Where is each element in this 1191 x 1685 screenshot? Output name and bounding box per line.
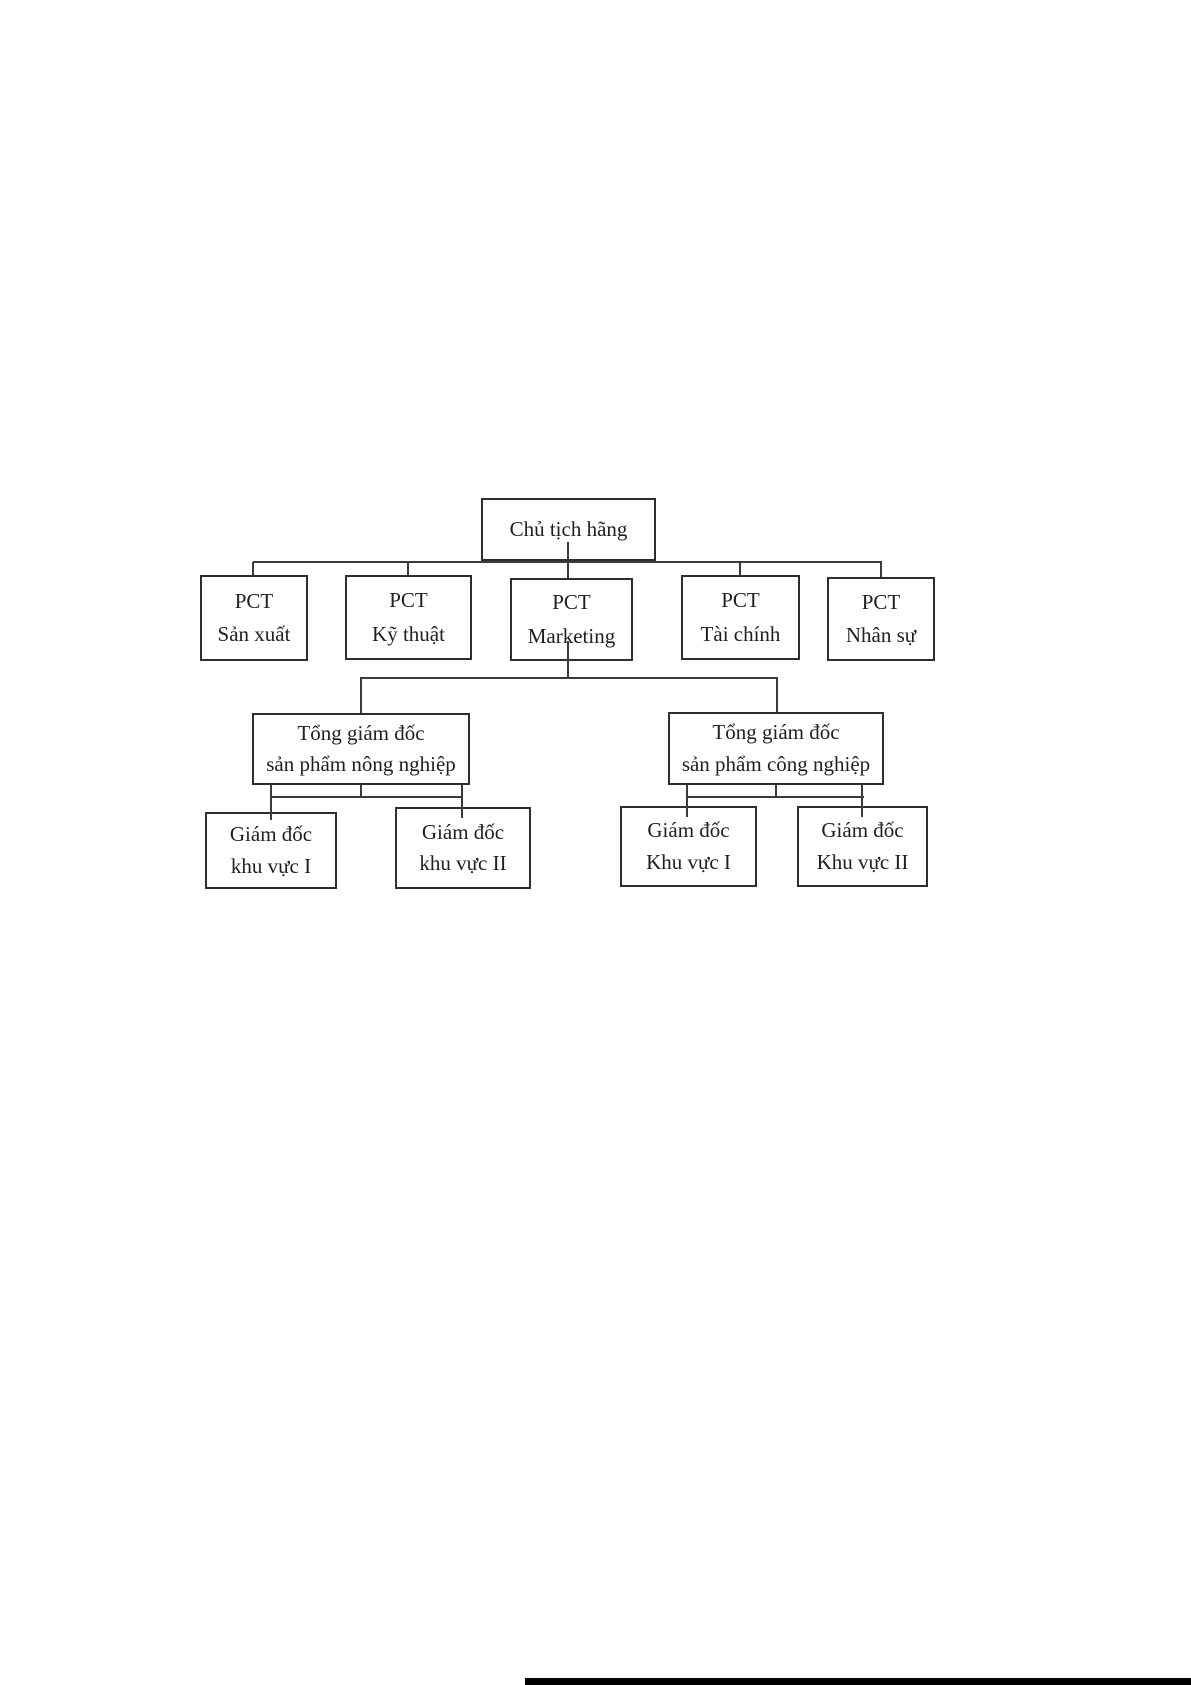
connector-line bbox=[360, 677, 778, 679]
node-label-line2: Nhân sự bbox=[845, 623, 917, 647]
node-label-line1: PCT bbox=[721, 588, 760, 613]
node-label-line2: Khu vực II bbox=[816, 849, 909, 874]
node-pct-nhan-su: PCT Nhân sự bbox=[827, 577, 935, 661]
node-label-line2: khu vực II bbox=[419, 851, 507, 875]
node-label-line1: Giám đốc bbox=[647, 818, 730, 843]
node-label-line2: sản phẩm công nghiệp bbox=[681, 751, 871, 776]
node-label-line1: PCT bbox=[861, 589, 901, 614]
connector-line bbox=[739, 562, 741, 576]
connector-line bbox=[880, 562, 882, 578]
node-label-line1: Giám đốc bbox=[229, 822, 313, 847]
connector-line bbox=[360, 785, 362, 797]
node-pct-marketing: PCT Marketing bbox=[510, 578, 633, 661]
connector-line bbox=[775, 785, 777, 797]
node-pct-tai-chinh: PCT Tài chính bbox=[681, 575, 800, 660]
node-gd-khu-vuc-2-right: Giám đốc Khu vực II bbox=[797, 806, 928, 887]
connector-line bbox=[407, 562, 409, 576]
node-tgd-nong-nghiep: Tổng giám đốc sản phẩm nông nghiệp bbox=[252, 713, 470, 785]
connector-line bbox=[686, 796, 864, 798]
node-pct-san-xuat: PCT Sản xuất bbox=[200, 575, 308, 661]
node-label-line1: Giám đốc bbox=[421, 819, 505, 844]
connector-line bbox=[360, 678, 362, 714]
node-gd-khu-vuc-1-left: Giám đốc khu vực I bbox=[205, 812, 337, 889]
node-pct-ky-thuat: PCT Kỹ thuật bbox=[345, 575, 472, 660]
connector-line bbox=[567, 542, 569, 562]
connector-line bbox=[270, 796, 463, 798]
node-label-line2: Sản xuất bbox=[217, 622, 291, 646]
node-gd-khu-vuc-1-right: Giám đốc Khu vực I bbox=[620, 806, 757, 887]
node-label-line2: Khu vực I bbox=[646, 849, 731, 874]
node-label-line2: sản phẩm nông nghiệp bbox=[266, 752, 456, 776]
node-label-line2: khu vực I bbox=[230, 853, 312, 878]
node-gd-khu-vuc-2-left: Giám đốc khu vực II bbox=[395, 807, 531, 889]
node-label-line2: Marketing bbox=[527, 623, 616, 648]
node-president-label: Chủ tịch hãng bbox=[509, 516, 628, 541]
node-label-line1: PCT bbox=[234, 588, 274, 613]
connector-line bbox=[776, 678, 778, 713]
node-tgd-cong-nghiep: Tổng giám đốc sản phẩm công nghiệp bbox=[668, 712, 884, 785]
node-label-line1: PCT bbox=[552, 590, 591, 615]
connector-line bbox=[861, 785, 863, 817]
node-label-line1: PCT bbox=[389, 588, 428, 613]
connector-line bbox=[686, 785, 688, 817]
connector-line bbox=[270, 785, 272, 820]
node-label-line1: Tổng giám đốc bbox=[297, 720, 425, 745]
connector-line bbox=[461, 785, 463, 818]
connector-line bbox=[567, 562, 569, 579]
node-label-line2: Kỹ thuật bbox=[372, 621, 445, 646]
connector-line bbox=[567, 641, 569, 678]
node-label-line2: Tài chính bbox=[700, 621, 781, 646]
node-label-line1: Giám đốc bbox=[821, 818, 904, 843]
node-label-line1: Tổng giám đốc bbox=[712, 720, 840, 745]
connector-line bbox=[252, 562, 254, 576]
bottom-rule bbox=[525, 1678, 1191, 1685]
